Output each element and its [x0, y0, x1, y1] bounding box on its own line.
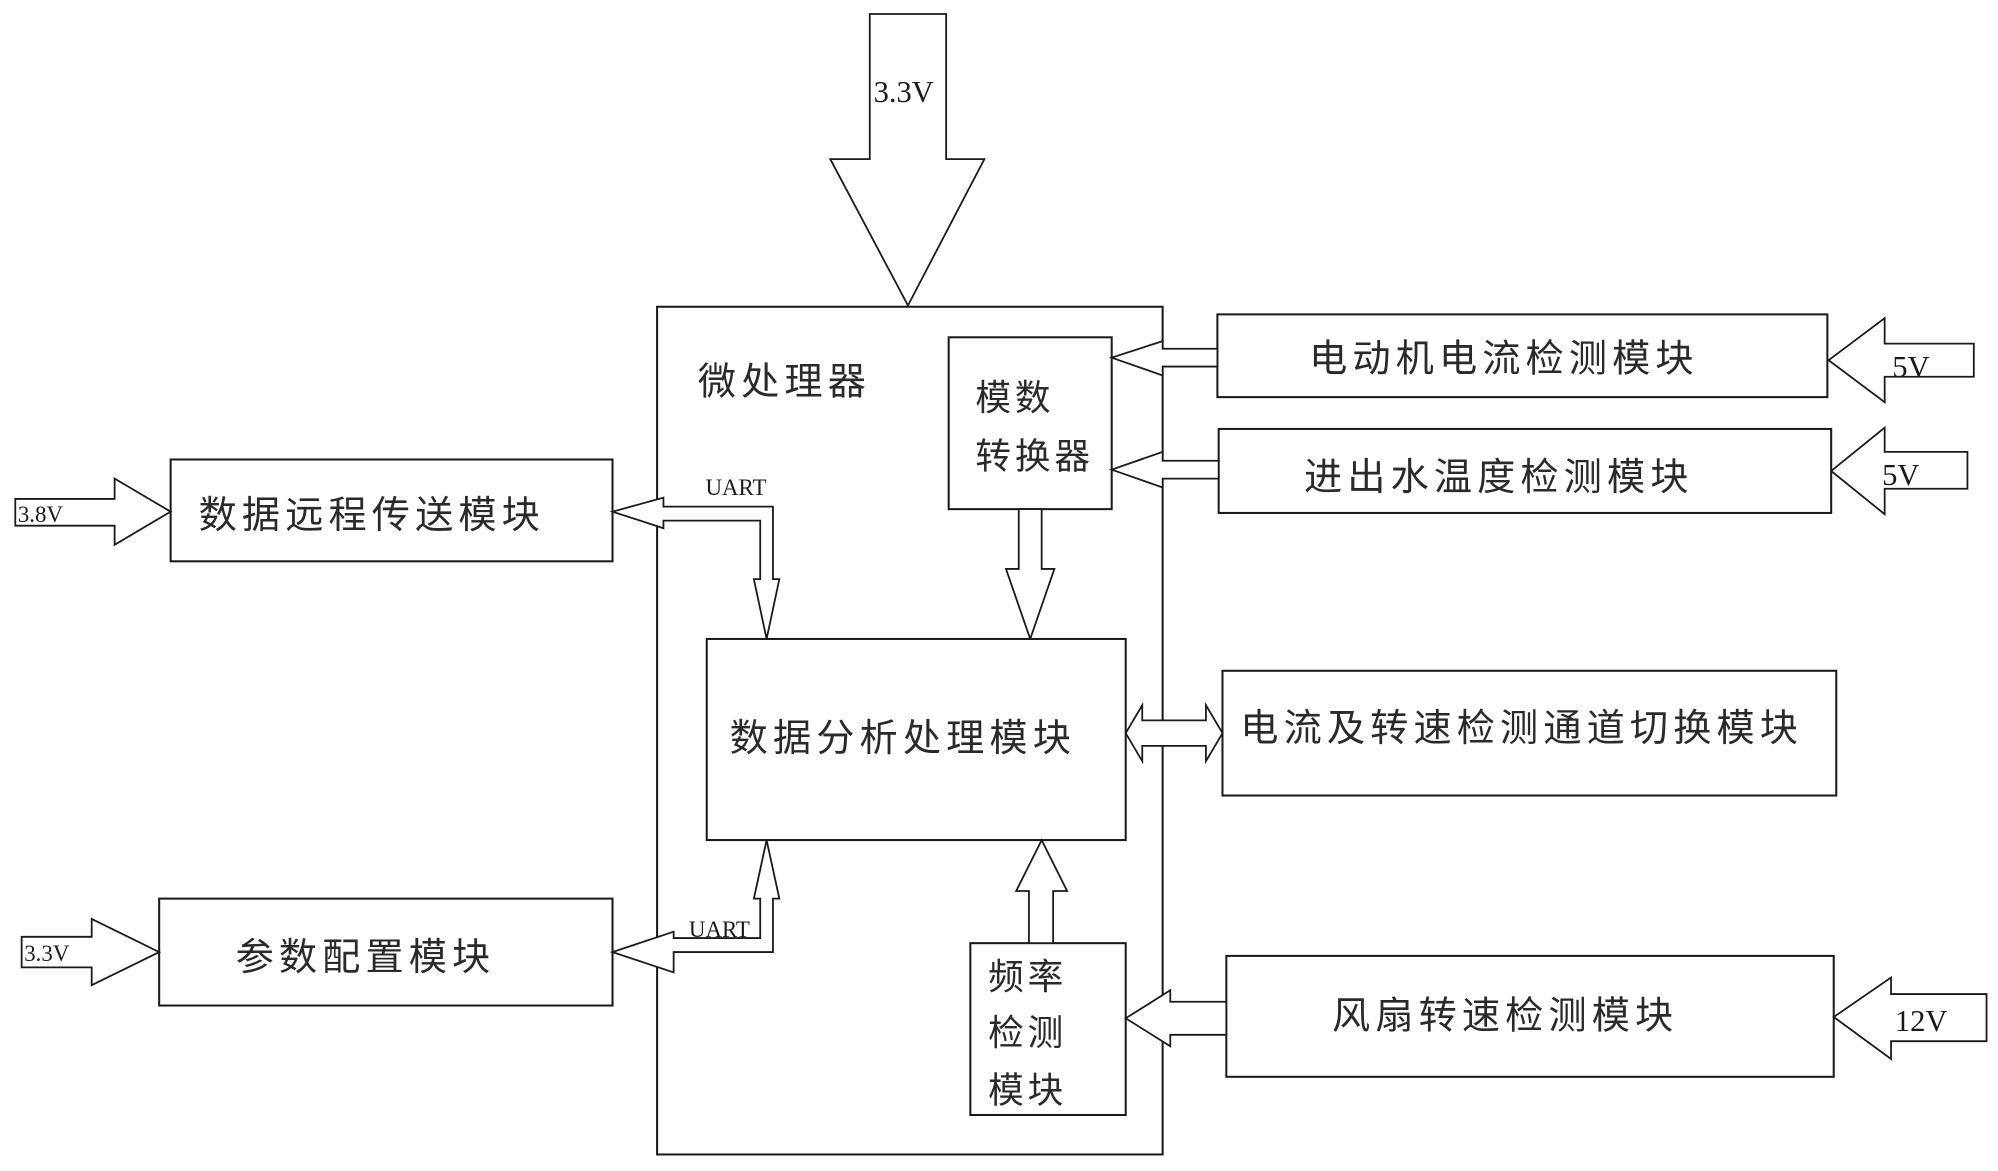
freq-detect-line3: 模块 [988, 1070, 1067, 1111]
data-remote-module-label: 数据远程传送模块 [199, 494, 545, 538]
mcu-power-arrow [828, 13, 986, 308]
uart-bottom-label: UART [689, 917, 750, 942]
microprocessor-title: 微处理器 [698, 361, 871, 405]
fan-speed-module-box [1225, 954, 1835, 1078]
adc-to-analysis-arrow [1004, 508, 1056, 642]
uart-param-config-bus [609, 839, 781, 974]
fan-speed-to-freq-arrow [1124, 988, 1228, 1048]
adc-label-line2: 转换器 [975, 436, 1093, 477]
data-remote-power-arrow [14, 477, 173, 547]
adc-label-line1: 模数 [975, 378, 1054, 419]
param-config-power-arrow [20, 917, 162, 987]
motor-current-module-label: 电动机电流检测模块 [1309, 338, 1699, 382]
freq-detect-line2: 检测 [988, 1013, 1067, 1054]
uart-top-label: UART [705, 475, 766, 500]
water-temp-module-label: 进出水温度检测模块 [1304, 456, 1694, 500]
param-config-module-box [158, 897, 614, 1007]
adc-box [947, 336, 1113, 511]
water-temp-power-arrow [1829, 425, 1969, 517]
data-remote-module-box [169, 458, 614, 563]
fan-speed-power-label: 12V [1895, 1004, 1948, 1038]
channel-switch-module-label: 电流及转速检测通道切换模块 [1240, 707, 1803, 751]
uart-data-remote-bus [609, 496, 781, 640]
channel-switch-module-box [1221, 669, 1838, 797]
data-remote-power-label: 3.8V [18, 502, 64, 527]
mcu-power-label: 3.3V [874, 75, 934, 109]
motor-current-power-label: 5V [1892, 350, 1929, 384]
fan-speed-power-arrow [1832, 975, 1988, 1061]
data-analysis-label: 数据分析处理模块 [730, 717, 1076, 761]
analysis-channel-switch-bidir-arrow [1124, 701, 1224, 765]
freq-detect-line1: 频率 [988, 957, 1067, 998]
freq-to-analysis-arrow [1014, 838, 1069, 945]
data-analysis-box [705, 637, 1127, 842]
fan-speed-module-label: 风扇转速检测模块 [1332, 994, 1678, 1038]
motor-current-module-box [1216, 313, 1829, 399]
water-temp-power-label: 5V [1882, 458, 1919, 492]
param-config-module-label: 参数配置模块 [236, 936, 496, 980]
param-config-power-label: 3.3V [24, 941, 70, 966]
motor-current-power-arrow [1827, 316, 1975, 404]
water-temp-to-adc-arrow [1108, 450, 1220, 489]
motor-current-to-adc-arrow [1108, 339, 1219, 377]
